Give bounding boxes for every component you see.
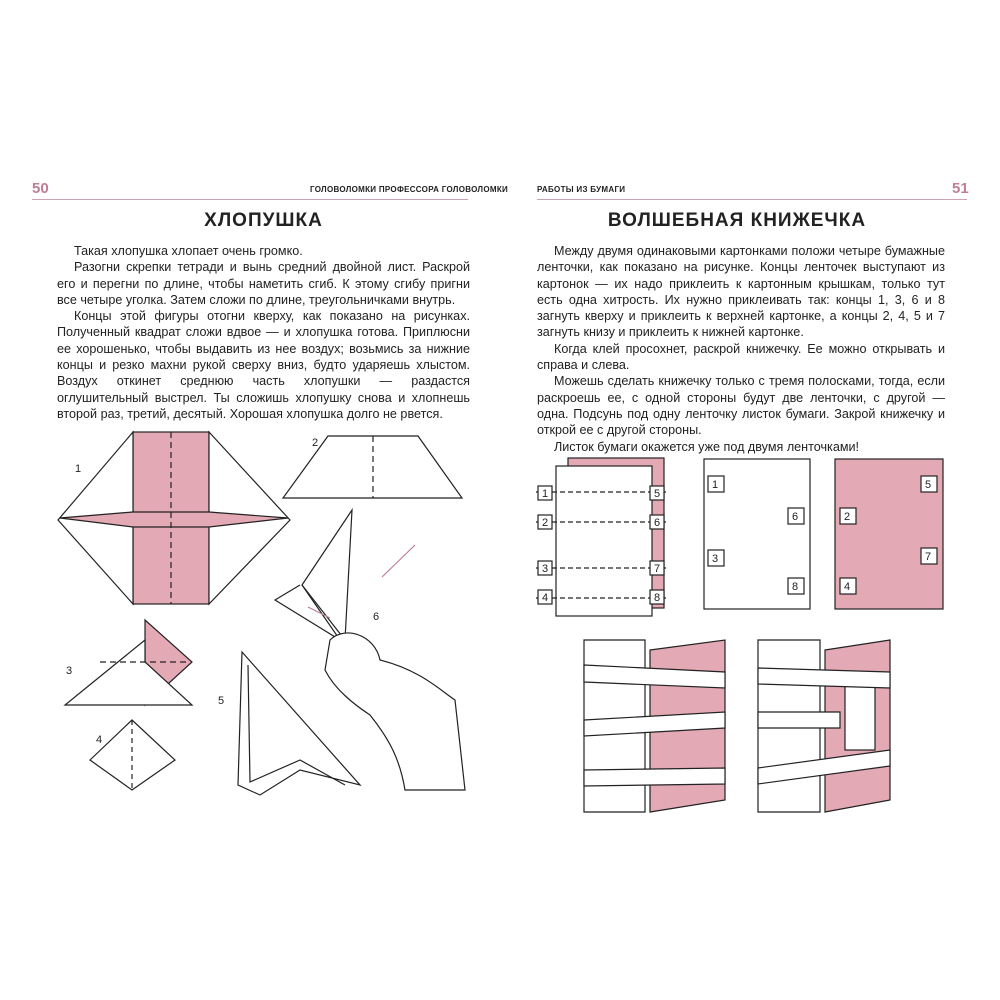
top-board: 1 6 3 8 — [703, 458, 811, 610]
header-rule-right — [537, 199, 967, 200]
svg-text:8: 8 — [654, 592, 660, 604]
figure-label: 3 — [66, 665, 72, 677]
title-left: ХЛОПУШКА — [204, 210, 323, 231]
paragraph: Разогни скрепки тетради и вынь средний д… — [57, 260, 470, 307]
paragraph: Такая хлопушка хлопает очень громко. — [74, 244, 303, 258]
hand-figure-6: 6 — [273, 507, 466, 791]
svg-text:7: 7 — [925, 551, 931, 563]
figure-label: 1 — [75, 463, 81, 475]
body-text-left: Такая хлопушка хлопает очень громко. Раз… — [57, 243, 470, 422]
paragraph: Листок бумаги окажется уже под двумя лен… — [554, 439, 860, 454]
page-number-right: 51 — [952, 180, 969, 197]
open-book-left-side — [583, 639, 726, 813]
paragraph: Когда клей просохнет, раскрой книжечку. … — [537, 341, 945, 373]
figure-label: 2 — [312, 437, 318, 449]
fold-figure-1: 1 — [57, 430, 291, 606]
fold-figure-2: 2 — [281, 435, 464, 499]
paragraph: Концы этой фигуры отогни кверху, как пок… — [57, 309, 470, 421]
svg-text:4: 4 — [844, 581, 850, 593]
svg-text:1: 1 — [712, 479, 718, 491]
svg-text:5: 5 — [925, 479, 931, 491]
svg-text:3: 3 — [712, 553, 718, 565]
fold-figure-5: 5 — [218, 650, 362, 796]
title-right: ВОЛШЕБНАЯ КНИЖЕЧКА — [607, 210, 867, 231]
svg-text:3: 3 — [542, 563, 548, 575]
figure-label: 6 — [373, 611, 379, 623]
svg-text:8: 8 — [792, 581, 798, 593]
paragraph: Можешь сделать книжечку только с тремя п… — [537, 374, 945, 438]
svg-text:2: 2 — [844, 511, 850, 523]
figure-label: 5 — [218, 695, 224, 707]
svg-text:2: 2 — [542, 517, 548, 529]
body-text-right: Между двумя одинаковыми картонками полож… — [537, 243, 945, 455]
svg-text:6: 6 — [654, 517, 660, 529]
figure-label: 4 — [96, 734, 102, 746]
svg-text:1: 1 — [542, 488, 548, 500]
page-number-left: 50 — [32, 180, 49, 197]
strip-end-labels: 1 2 3 4 5 6 7 8 — [537, 485, 665, 605]
open-book-right-side — [757, 639, 891, 813]
svg-text:5: 5 — [654, 488, 660, 500]
running-head-left: ГОЛОВОЛОМКИ ПРОФЕССОРА ГОЛОВОЛОМКИ — [310, 185, 509, 194]
book-strips-diagram — [536, 457, 666, 617]
svg-text:6: 6 — [792, 511, 798, 523]
svg-text:4: 4 — [542, 592, 548, 604]
header-rule-left — [32, 199, 468, 200]
paragraph: Между двумя одинаковыми картонками полож… — [537, 244, 945, 340]
fold-figure-4: 4 — [89, 719, 176, 791]
svg-text:7: 7 — [654, 563, 660, 575]
bottom-board: 5 2 7 4 — [834, 458, 944, 610]
running-head-right: РАБОТЫ ИЗ БУМАГИ — [537, 185, 626, 194]
fold-figure-3: 3 — [63, 618, 194, 707]
